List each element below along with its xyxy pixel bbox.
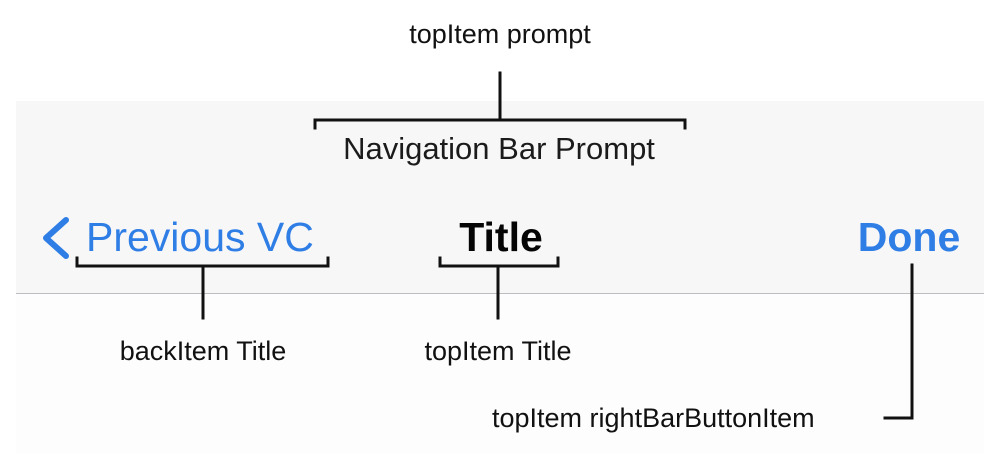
navigation-bar-prompt: Navigation Bar Prompt bbox=[343, 131, 655, 166]
done-button[interactable]: Done bbox=[857, 214, 961, 260]
back-button-label: Previous VC bbox=[86, 214, 314, 260]
annotation-top-item-title: topItem Title bbox=[424, 336, 572, 366]
annotation-top-item-prompt: topItem prompt bbox=[409, 19, 591, 49]
content-area bbox=[16, 294, 984, 454]
back-button[interactable]: Previous VC bbox=[36, 208, 336, 266]
annotation-right-bar-button-item: topItem rightBarButtonItem bbox=[492, 403, 815, 433]
navigation-title: Title bbox=[459, 214, 543, 260]
chevron-left-icon bbox=[36, 216, 72, 260]
annotation-back-item-title: backItem Title bbox=[119, 336, 287, 366]
